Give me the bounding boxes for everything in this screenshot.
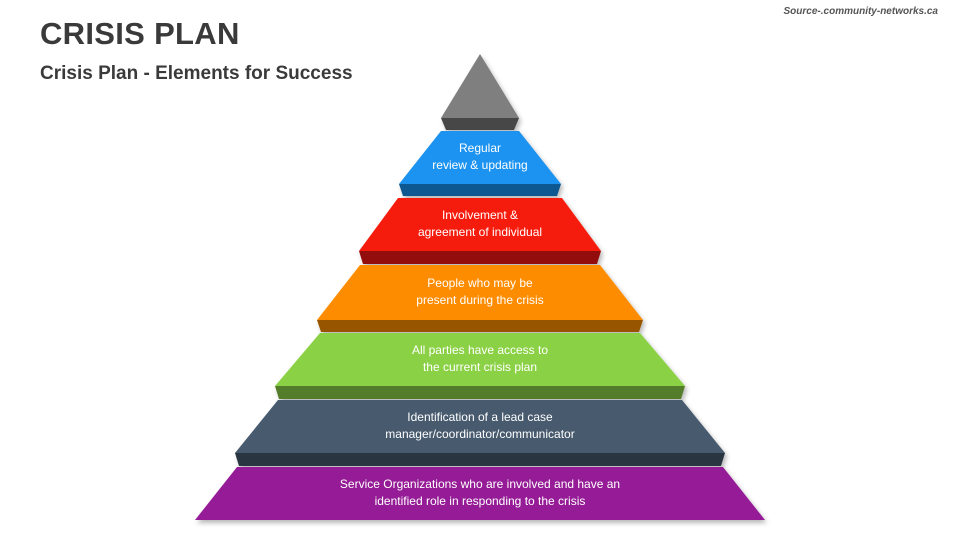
pyramid-tier-label: People who may be present during the cri…: [416, 275, 544, 307]
pyramid-tier-face: [317, 265, 643, 320]
pyramid-tier-face: [399, 131, 561, 184]
pyramid-tier-6: [195, 467, 765, 520]
pyramid-tier-label: Identification of a lead case manager/co…: [385, 409, 575, 441]
pyramid-tier-2: [359, 198, 601, 264]
slide-title: CRISIS PLAN: [40, 16, 240, 51]
pyramid-tier-face: [275, 333, 685, 386]
pyramid-tier-4: [275, 333, 685, 399]
pyramid-tier-label: Service Organizations who are involved a…: [339, 476, 621, 508]
pyramid-tier-1: [399, 131, 561, 196]
pyramid-tier-face: [359, 198, 601, 251]
pyramid-apex: [441, 54, 519, 130]
pyramid-tier-3: [317, 265, 643, 332]
pyramid-tier-rim: [317, 320, 643, 332]
pyramid-tier-label: All parties have access to the current c…: [411, 342, 549, 374]
pyramid-tier-rim: [359, 251, 601, 264]
slide-subtitle: Crisis Plan - Elements for Success: [40, 63, 353, 84]
pyramid-tier-5: [235, 400, 725, 466]
pyramid-tier-label: Involvement & agreement of individual: [417, 207, 543, 239]
pyramid-tier-face: [195, 467, 765, 520]
pyramid-tier-face: [235, 400, 725, 453]
pyramid-tier-rim: [275, 386, 685, 399]
source-credit: Source-.community-networks.ca: [783, 6, 938, 17]
pyramid-tier-rim: [399, 184, 561, 196]
pyramid-tier-label: Regular review & updating: [432, 140, 528, 172]
pyramid-tier-rim: [235, 453, 725, 466]
